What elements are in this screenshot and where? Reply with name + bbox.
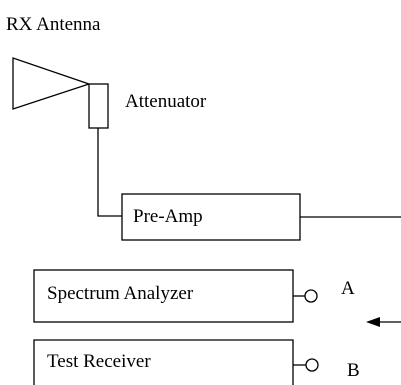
port-b-connector-icon [305, 358, 319, 372]
spectrum-analyzer-label: Spectrum Analyzer [47, 283, 194, 304]
signal-arrow-head-icon [366, 317, 380, 327]
port-a-label: A [341, 278, 355, 299]
attenuator-label: Attenuator [125, 91, 207, 112]
attenuator-to-preamp-cable [97, 128, 122, 217]
preamp-label: Pre-Amp [133, 206, 203, 227]
port-b-label: B [347, 360, 360, 381]
test-receiver-block [33, 339, 294, 385]
preamp-block [121, 193, 301, 241]
attenuator-block [88, 83, 109, 129]
rx-antenna-horn-icon [12, 57, 92, 110]
antenna-label: RX Antenna [6, 14, 101, 35]
spectrum-analyzer-block [33, 269, 294, 323]
test-receiver-label: Test Receiver [47, 351, 151, 372]
port-a-connector-icon [304, 289, 318, 303]
